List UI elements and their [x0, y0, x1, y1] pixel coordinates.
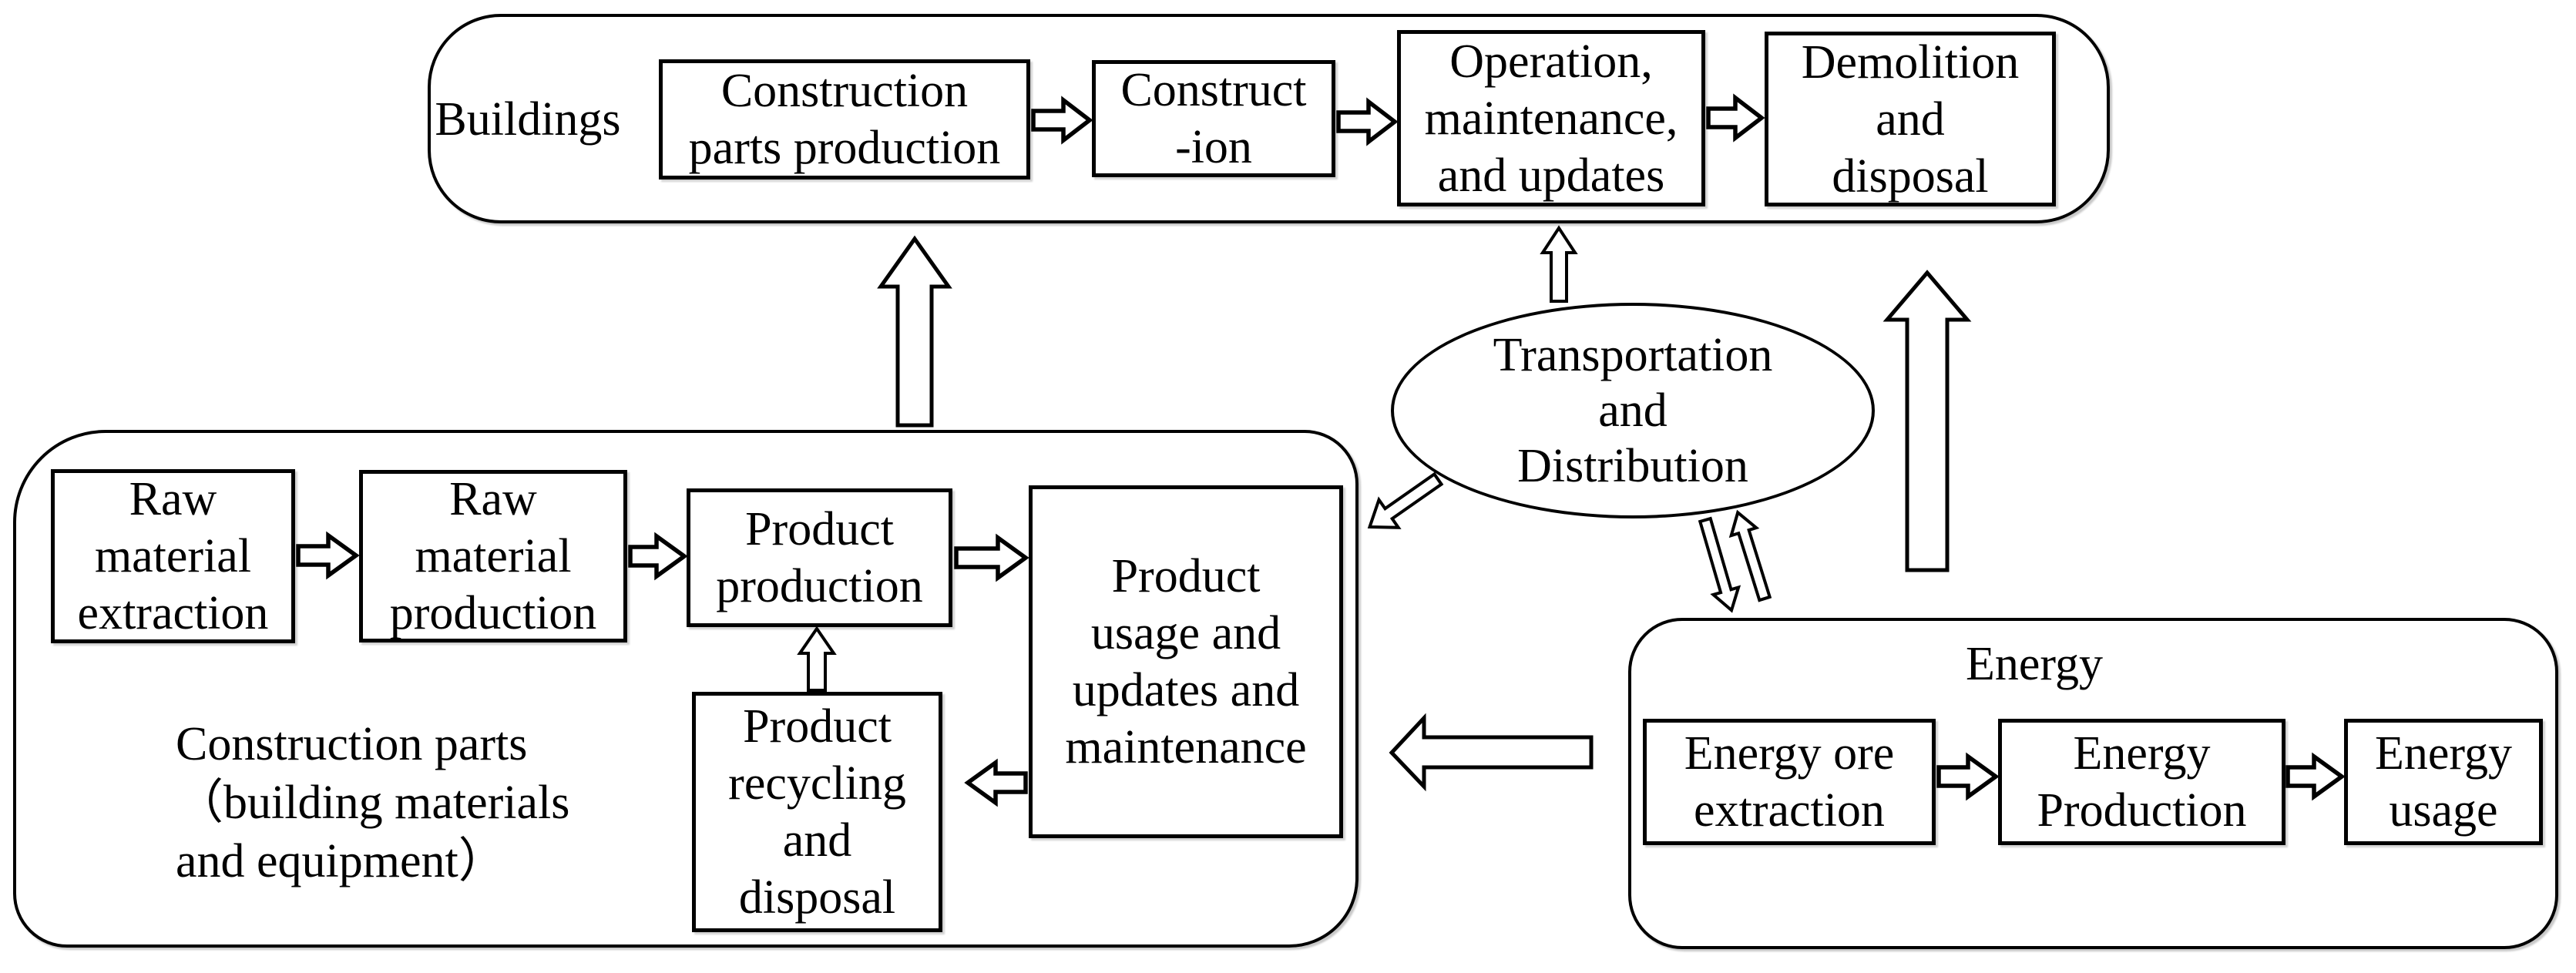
- box-demolition-disposal: Demolition and disposal: [1765, 32, 2056, 206]
- box-product-usage-updates-maintenance: Product usage and updates and maintenanc…: [1029, 485, 1343, 838]
- box-text-line: Energy ore: [1684, 727, 1895, 780]
- box-text-line: Raw: [449, 473, 537, 525]
- box-text-line: extraction: [77, 587, 269, 639]
- label-line: （building materials: [176, 777, 570, 829]
- box-text-line: recycling: [728, 757, 906, 810]
- label-line: and equipment）: [176, 835, 506, 887]
- box-text-line: disposal: [1832, 149, 1989, 203]
- construction-parts-group-label: Construction parts （building materials a…: [176, 715, 653, 891]
- box-text-line: maintenance: [1065, 721, 1307, 773]
- box-raw-material-production: Raw material production: [359, 470, 627, 643]
- box-text-line: usage and: [1090, 607, 1281, 659]
- box-text-line: production: [716, 560, 923, 612]
- box-text-line: Construction: [720, 65, 969, 117]
- construction-parts-group-container: [13, 430, 1359, 948]
- box-construction: Construct -ion: [1092, 60, 1335, 177]
- box-product-production: Product production: [687, 488, 952, 627]
- box-energy-production: Energy Production: [1998, 719, 2285, 845]
- box-text-line: disposal: [738, 871, 896, 924]
- box-text-line: material: [415, 530, 572, 582]
- box-text-line: Operation,: [1449, 35, 1653, 88]
- buildings-group-label: Buildings: [435, 93, 621, 146]
- box-text-line: Product: [745, 503, 894, 555]
- box-product-recycling-disposal: Product recycling and disposal: [692, 692, 942, 932]
- arrow-transportation-to-construction-parts: [1367, 471, 1444, 529]
- energy-group-container: [1628, 618, 2558, 949]
- arrow-construction-parts-to-buildings: [877, 235, 952, 428]
- box-text-line: parts production: [688, 122, 1001, 174]
- transportation-distribution-ellipse: Transportation and Distribution: [1391, 303, 1875, 518]
- box-text-line: updates and: [1072, 664, 1300, 716]
- box-text-line: extraction: [1694, 784, 1885, 837]
- box-energy-usage: Energy usage: [2344, 719, 2543, 845]
- box-text-line: and: [782, 814, 852, 867]
- box-operation-maintenance-updates: Operation, maintenance, and updates: [1397, 30, 1705, 206]
- ellipse-text-line: and: [1598, 384, 1668, 437]
- arrow-energy-to-transportation: [1728, 509, 1772, 602]
- box-text-line: production: [389, 587, 597, 639]
- box-text-line: Product: [1111, 550, 1261, 602]
- box-text-line: material: [94, 530, 252, 582]
- box-text-line: Energy: [2073, 727, 2211, 780]
- arrow-energy-to-buildings: [1882, 270, 1972, 572]
- box-text-line: usage: [2389, 784, 2498, 837]
- energy-group-label: Energy: [1966, 638, 2103, 690]
- box-text-line: -ion: [1175, 121, 1252, 173]
- box-text-line: Construct: [1120, 64, 1307, 116]
- box-raw-material-extraction: Raw material extraction: [51, 469, 295, 643]
- box-text-line: Production: [2037, 784, 2247, 837]
- arrow-energy-to-product-usage: [1389, 713, 1594, 792]
- box-text-line: Raw: [129, 473, 217, 525]
- label-line: Construction parts: [176, 718, 528, 770]
- box-text-line: Energy: [2375, 727, 2512, 780]
- box-text-line: and updates: [1437, 149, 1665, 202]
- buildings-group-container: [428, 14, 2110, 223]
- box-text-line: Demolition: [1801, 35, 2020, 89]
- box-energy-ore-extraction: Energy ore extraction: [1643, 719, 1936, 845]
- box-construction-parts-production: Construction parts production: [659, 59, 1030, 180]
- ellipse-text-line: Transportation: [1493, 329, 1773, 381]
- box-text-line: Product: [743, 700, 892, 753]
- arrow-transportation-to-energy: [1698, 516, 1741, 613]
- box-text-line: and: [1876, 92, 1945, 146]
- arrow-transportation-to-buildings: [1540, 225, 1578, 303]
- ellipse-text-line: Distribution: [1517, 440, 1748, 492]
- box-text-line: maintenance,: [1424, 92, 1678, 145]
